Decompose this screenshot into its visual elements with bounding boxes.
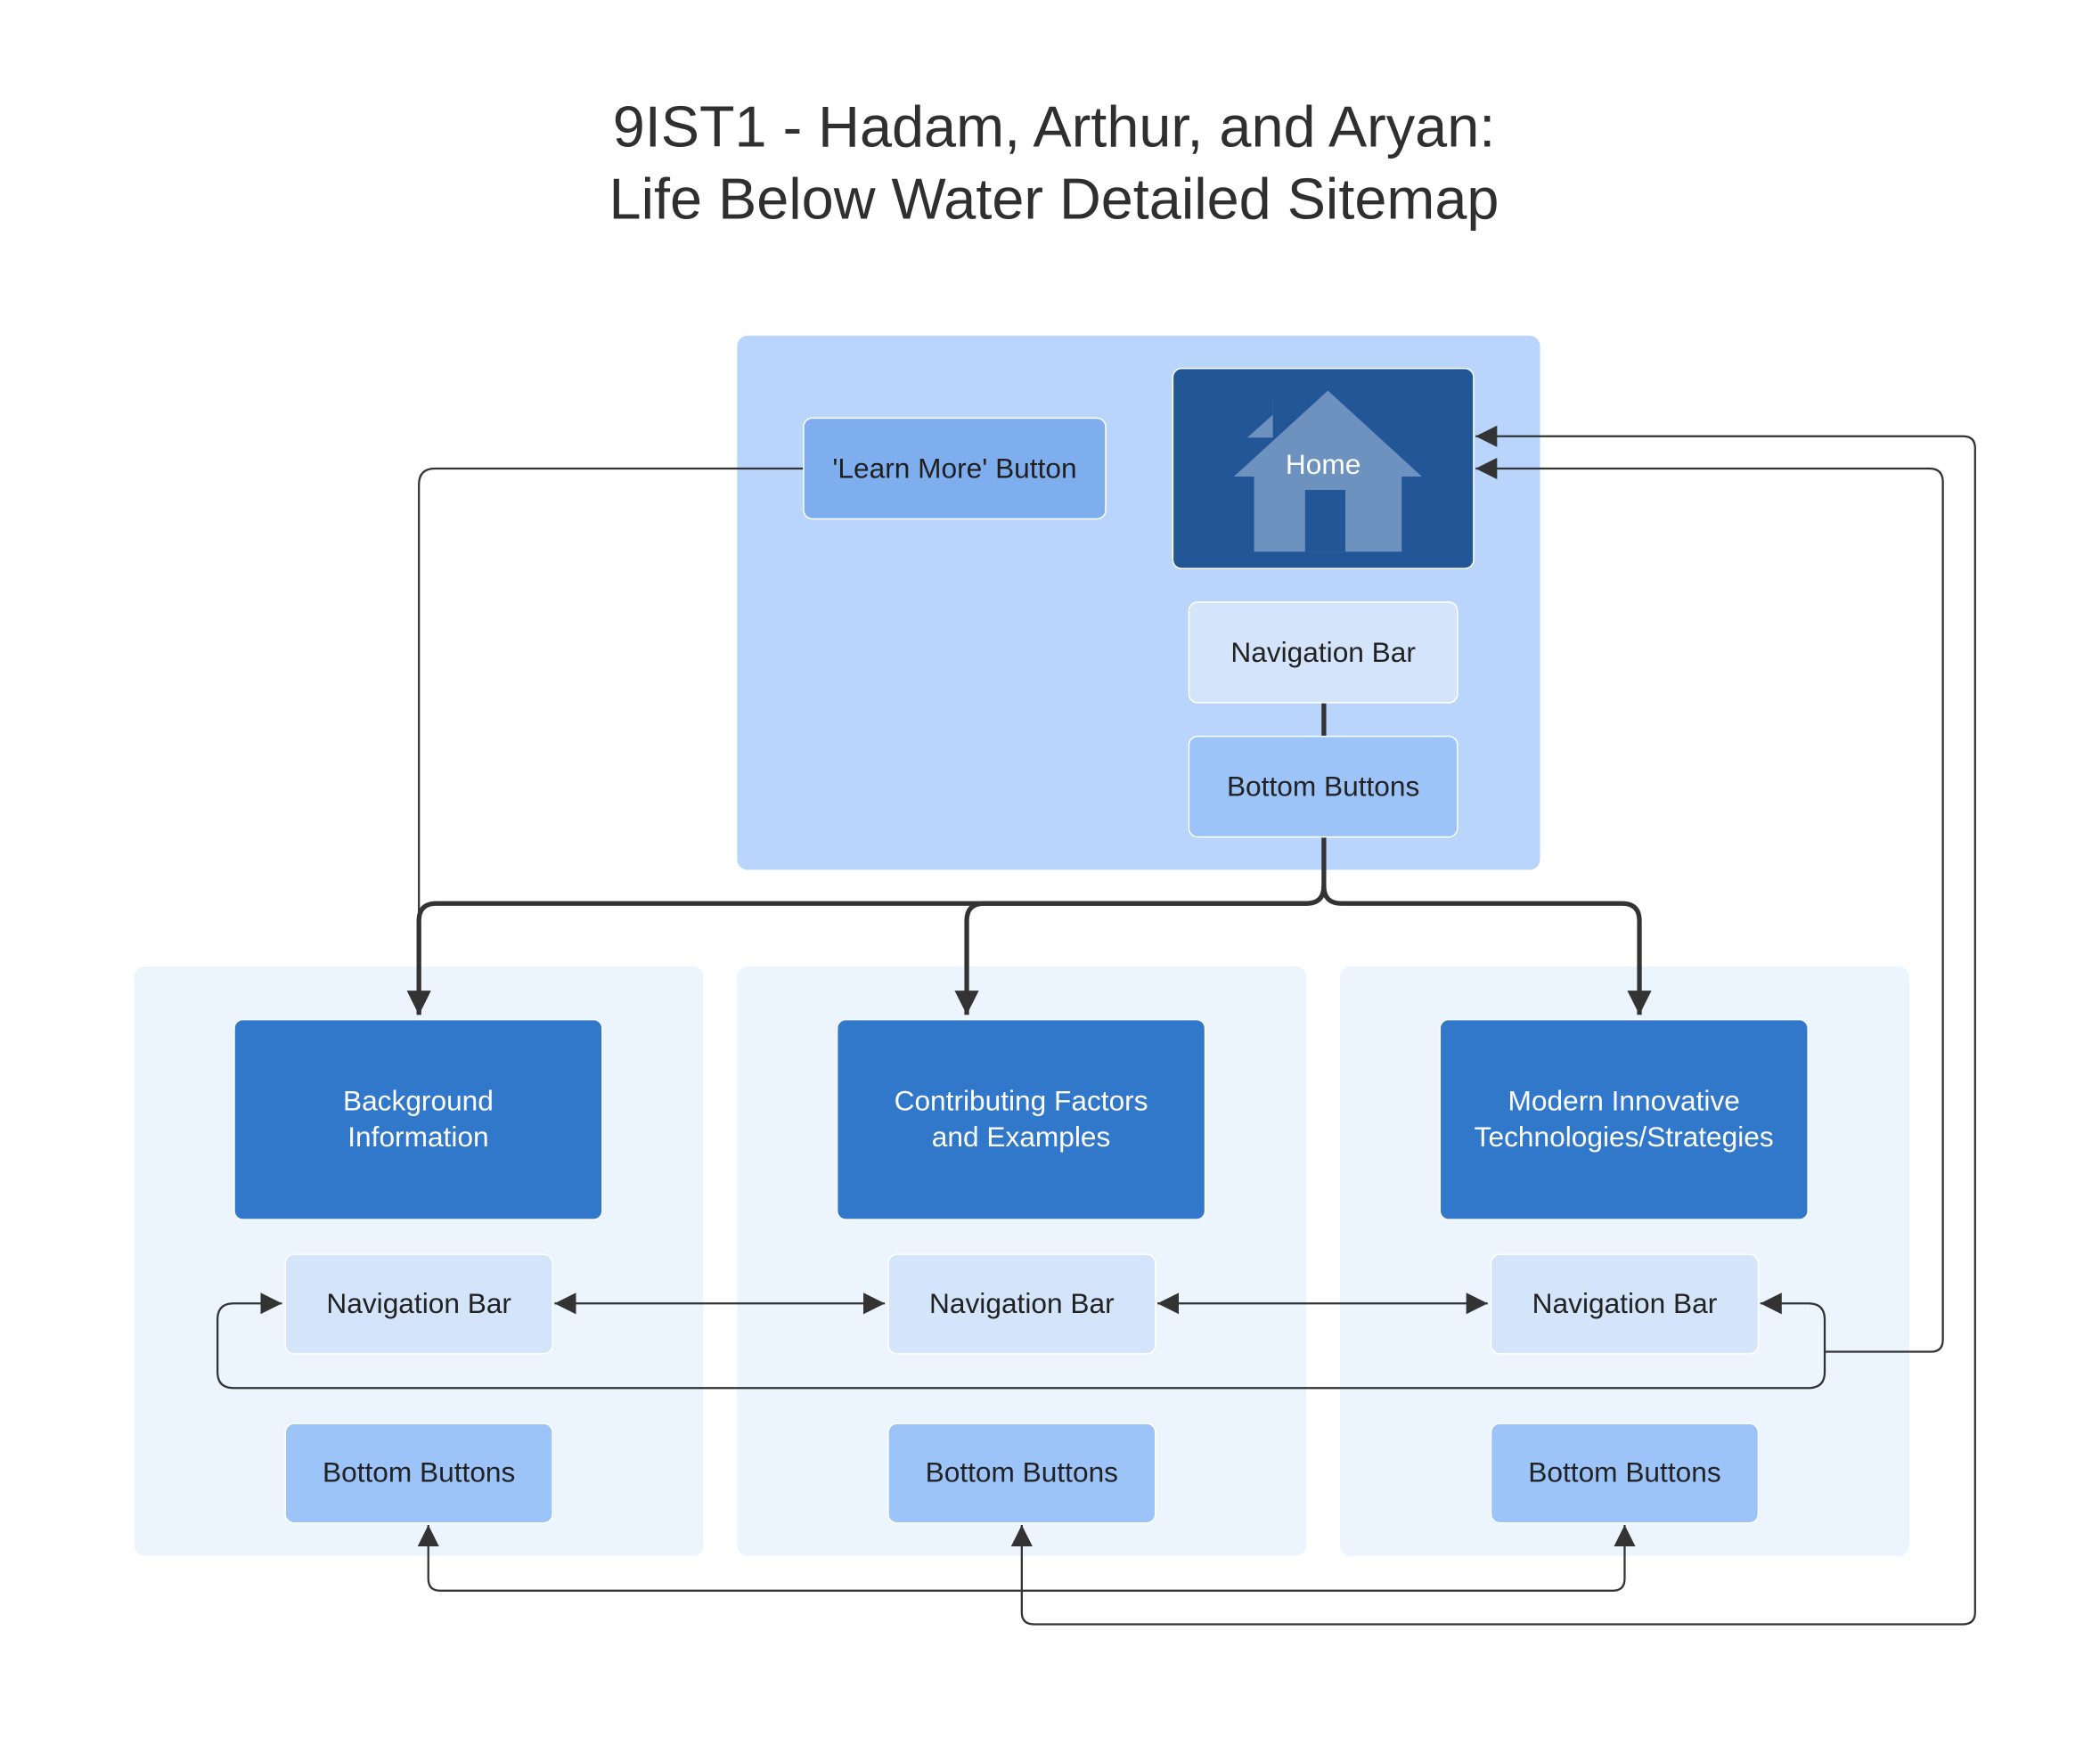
learn-more-label: 'Learn More' Button	[832, 453, 1077, 485]
home-to-background-connector	[406, 836, 1327, 1015]
background-navigation-bar-label: Navigation Bar	[326, 1288, 511, 1320]
bottom-buttons-link-background	[417, 1524, 1022, 1592]
home-navigation-bar-label: Navigation Bar	[1230, 637, 1416, 668]
contributing-factors-title-line-1: Contributing Factors	[894, 1086, 1148, 1117]
modern-navigation-bar-label: Navigation Bar	[1532, 1288, 1718, 1320]
background-bottom-buttons-node: Bottom Buttons	[284, 1423, 553, 1524]
home-navigation-bar-node: Navigation Bar	[1188, 601, 1459, 704]
modern-technologies-title-line-2: Technologies/Strategies	[1474, 1121, 1774, 1154]
contributing-factors-title-line-2: and Examples	[931, 1121, 1111, 1154]
house-icon	[1233, 390, 1422, 552]
contributing-factors-node: Contributing Factors and Examples	[836, 1018, 1206, 1220]
diagram-title: 9IST1 - Hadam, Arthur, and Aryan: Life B…	[0, 91, 2100, 236]
learn-more-button-node: 'Learn More' Button	[803, 417, 1107, 520]
bottom-buttons-to-home-connector	[1020, 425, 1976, 1626]
home-bottom-buttons-node: Bottom Buttons	[1188, 735, 1459, 838]
home-label: Home	[1285, 449, 1361, 480]
home-to-contributing-connector	[954, 885, 1327, 1015]
contributing-bottom-buttons-node: Bottom Buttons	[887, 1423, 1156, 1524]
learn-more-to-background-connector	[408, 467, 805, 1015]
home-node: Home	[1172, 367, 1475, 569]
background-info-title-line-1: Background	[342, 1086, 494, 1117]
nav-loop-connector	[217, 1292, 1826, 1390]
modern-technologies-title-line-1: Modern Innovative	[1508, 1086, 1740, 1117]
background-info-node: Background Information	[233, 1018, 603, 1220]
nav-to-home-connector	[1475, 457, 1944, 1353]
home-bottom-buttons-label: Bottom Buttons	[1226, 771, 1420, 803]
background-bottom-buttons-label: Bottom Buttons	[322, 1457, 516, 1489]
modern-bottom-buttons-label: Bottom Buttons	[1528, 1457, 1721, 1489]
title-line-1: 9IST1 - Hadam, Arthur, and Aryan:	[612, 94, 1496, 160]
title-line-2: Life Below Water Detailed Sitemap	[609, 167, 1499, 232]
modern-navigation-bar-node: Navigation Bar	[1490, 1253, 1760, 1355]
modern-technologies-node: Modern Innovative Technologies/Strategie…	[1439, 1018, 1809, 1220]
bottom-buttons-link-modern	[1021, 1524, 1636, 1592]
background-info-title-line-2: Information	[347, 1121, 489, 1154]
modern-bottom-buttons-node: Bottom Buttons	[1490, 1423, 1760, 1524]
contributing-navigation-bar-label: Navigation Bar	[929, 1288, 1115, 1320]
contributing-bottom-buttons-label: Bottom Buttons	[925, 1457, 1119, 1489]
background-navigation-bar-node: Navigation Bar	[284, 1253, 553, 1355]
home-to-modern-connector	[1321, 885, 1652, 1015]
contributing-navigation-bar-node: Navigation Bar	[887, 1253, 1156, 1355]
